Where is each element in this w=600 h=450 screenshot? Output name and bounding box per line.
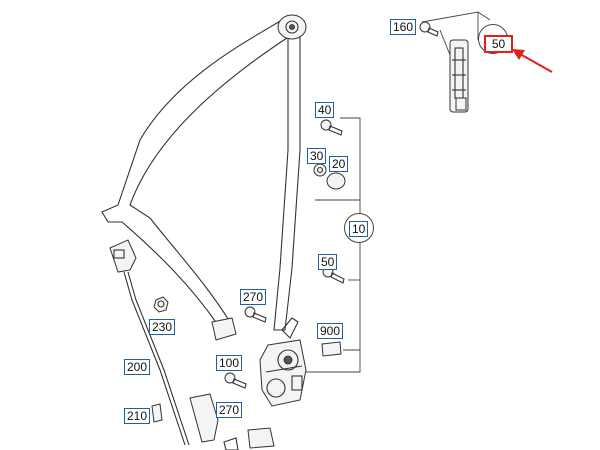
clip-900: [321, 341, 342, 357]
screw-160: [419, 21, 439, 37]
callout-160[interactable]: 160: [390, 19, 417, 35]
nut-230: [153, 296, 169, 313]
highlight-arrow: [512, 49, 553, 73]
callout-200[interactable]: 200: [124, 359, 151, 375]
callout-10[interactable]: 10: [349, 221, 369, 237]
callout-210[interactable]: 210: [124, 408, 151, 424]
screw-100: [224, 372, 247, 389]
callout-900[interactable]: 900: [317, 323, 344, 339]
callout-270-lower[interactable]: 270: [216, 402, 243, 418]
lower-fitting: [247, 427, 275, 449]
callout-270-upper[interactable]: 270: [240, 289, 267, 305]
group-10-bracket: [300, 117, 361, 373]
belt-retractor: [259, 317, 307, 407]
clip-210: [151, 403, 163, 423]
callout-20[interactable]: 20: [329, 156, 349, 172]
callout-40[interactable]: 40: [315, 102, 335, 118]
lower-anchor-bracket: [189, 393, 219, 443]
callout-30[interactable]: 30: [307, 148, 327, 164]
screw-270-top: [244, 306, 267, 323]
buckle-cable: [123, 271, 186, 446]
callout-230[interactable]: 230: [149, 319, 176, 335]
screw-40: [320, 119, 343, 136]
belt-webbing-vertical: [273, 29, 301, 331]
washer-30: [313, 163, 327, 177]
cap-20: [326, 172, 346, 190]
callout-50-highlighted[interactable]: 50: [484, 35, 513, 53]
belt-end-fitting: [211, 317, 237, 341]
callout-50-screw[interactable]: 50: [318, 254, 338, 270]
height-adjuster: [449, 39, 469, 113]
callout-100[interactable]: 100: [216, 355, 243, 371]
seat-belt-buckle: [109, 239, 137, 273]
upper-belt-guide: [277, 14, 307, 40]
